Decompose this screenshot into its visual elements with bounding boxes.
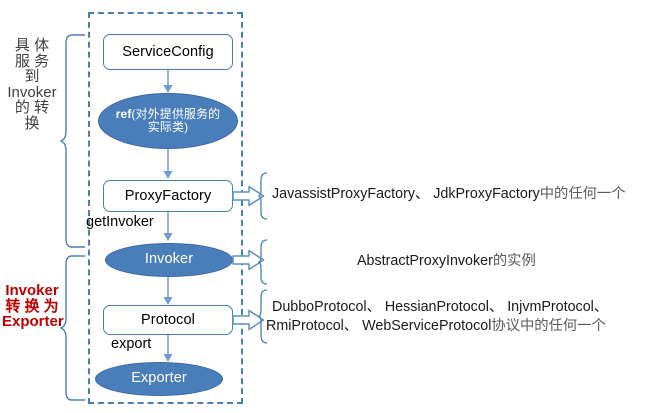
node-proxyfactory[interactable]: ProxyFactory <box>103 180 233 212</box>
left-label-phase-2: Invoker 转 换 为 Exporter <box>2 282 64 331</box>
annotation-invoker-line1-en: AbstractProxyInvoker <box>357 253 493 269</box>
node-ref[interactable]: ref(对外提供服务的实际类) <box>98 93 238 149</box>
annotation-protocol-line2-en: RmiProtocol、 WebServiceProtocol <box>266 318 492 335</box>
right-curly-brace-icon-protocol <box>258 288 272 346</box>
block-arrow-right-icon-proxyfactory <box>232 185 265 207</box>
annotation-protocol-line2-cn: 协议中的任何一个 <box>491 318 606 335</box>
node-exporter-label: Exporter <box>131 370 187 387</box>
annotation-proxyfactory-line1-cn: 中的任何一个 <box>539 186 626 202</box>
node-exporter[interactable]: Exporter <box>95 362 223 396</box>
node-serviceconfig[interactable]: ServiceConfig <box>103 34 233 70</box>
annotation-proxyfactory-line1-en: JavassistProxyFactory、 JdkProxyFactory <box>272 186 540 202</box>
annotation-protocol-line2: RmiProtocol、 WebServiceProtocol协议中的任何一个 <box>266 317 608 336</box>
annotation-protocol-line1: DubboProtocol、 HessianProtocol、 InjvmPro… <box>272 298 608 317</box>
arrow-down-icon-serviceconfig-ref <box>159 70 177 94</box>
left-curly-brace-icon-phase-1 <box>60 33 86 249</box>
node-serviceconfig-label: ServiceConfig <box>122 44 214 60</box>
arrow-down-icon-proxyfactory-invoker <box>159 212 177 242</box>
annotation-protocol: DubboProtocol、 HessianProtocol、 InjvmPro… <box>266 298 608 337</box>
annotation-invoker-line1-cn: 的实例 <box>492 253 536 269</box>
node-proxyfactory-label: ProxyFactory <box>124 188 212 204</box>
block-arrow-right-icon-protocol <box>232 309 265 331</box>
left-label-phase-1: 具 体 服 务 到 Invoker 的 转 换 <box>7 37 57 132</box>
node-protocol-label: Protocol <box>141 312 195 328</box>
node-invoker-label: Invoker <box>144 251 194 268</box>
right-curly-brace-icon-proxyfactory <box>258 171 272 221</box>
node-invoker[interactable]: Invoker <box>105 243 233 277</box>
edge-label-getinvoker: getInvoker <box>86 214 154 230</box>
arrow-down-icon-protocol-exporter <box>159 335 177 363</box>
annotation-protocol-line1-en: DubboProtocol、 HessianProtocol、 InjvmPro… <box>272 299 609 315</box>
annotation-invoker: AbstractProxyInvoker的实例 <box>357 252 536 271</box>
edge-label-export: export <box>111 336 152 352</box>
annotation-proxyfactory: JavassistProxyFactory、 JdkProxyFactory中的… <box>272 185 626 204</box>
right-curly-brace-icon-invoker <box>258 238 272 286</box>
arrow-down-icon-invoker-protocol <box>159 277 177 306</box>
node-ref-label-bold: ref <box>115 106 132 121</box>
left-curly-brace-icon-phase-2 <box>60 254 86 402</box>
node-ref-label-rest: (对外提供服务的实际类) <box>131 106 221 134</box>
arrow-down-icon-ref-proxyfactory <box>159 149 177 180</box>
node-protocol[interactable]: Protocol <box>103 305 233 335</box>
block-arrow-right-icon-invoker <box>232 249 265 271</box>
flow-group-dashed-border <box>88 12 243 404</box>
